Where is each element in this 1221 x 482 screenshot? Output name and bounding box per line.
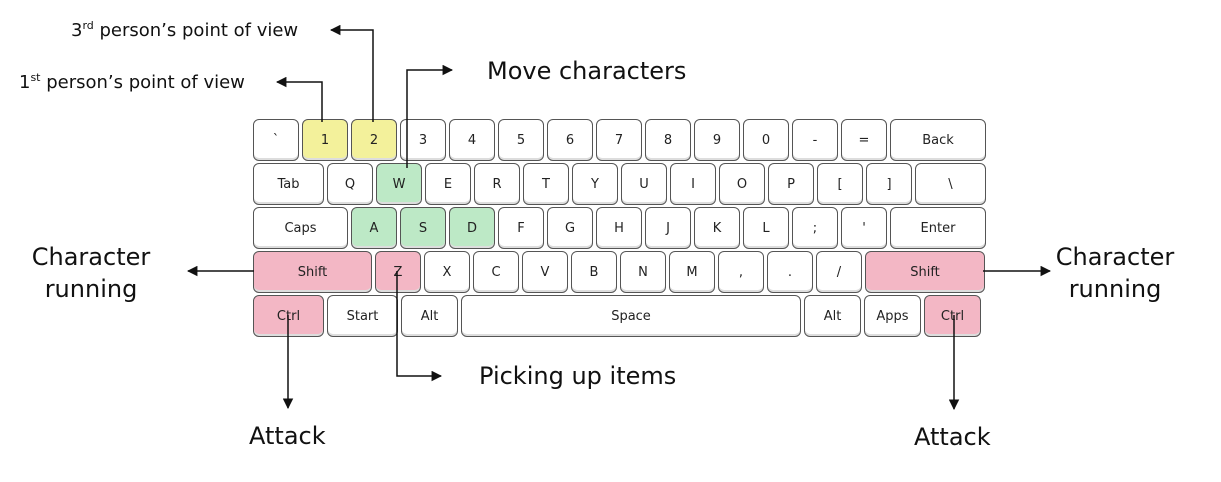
key-g: G	[547, 207, 593, 249]
key-back: Back	[890, 119, 986, 161]
key-semicolon: ;	[792, 207, 838, 249]
key-j: J	[645, 207, 691, 249]
key-m: M	[669, 251, 715, 293]
label-attack-left: Attack	[249, 422, 326, 450]
key-start: Start	[327, 295, 398, 337]
key-minus: -	[792, 119, 838, 161]
key-c: C	[473, 251, 519, 293]
arrow-move-characters	[406, 64, 454, 168]
key-period: .	[767, 251, 813, 293]
key-q: Q	[327, 163, 373, 205]
key-alt: Alt	[401, 295, 458, 337]
key-e: E	[425, 163, 471, 205]
label-move-characters: Move characters	[487, 57, 687, 85]
label-third-person-view: 3rd person’s point of view	[71, 19, 299, 41]
key-1: 1	[302, 119, 348, 161]
key-apps: Apps	[864, 295, 921, 337]
key-slash: /	[816, 251, 862, 293]
label-character-running-right: Character running	[1056, 241, 1175, 305]
key-7: 7	[596, 119, 642, 161]
key-2: 2	[351, 119, 397, 161]
key-8: 8	[645, 119, 691, 161]
arrow-picking-items	[396, 271, 443, 382]
key-shift: Shift	[865, 251, 985, 293]
arrow-third-person	[329, 24, 374, 122]
key-quote: '	[841, 207, 887, 249]
key-right-bracket: ]	[866, 163, 912, 205]
key-equals: =	[841, 119, 887, 161]
key-x: X	[424, 251, 470, 293]
key-enter: Enter	[890, 207, 986, 249]
label-picking-up-items: Picking up items	[479, 362, 677, 390]
key-comma: ,	[718, 251, 764, 293]
key-a: A	[351, 207, 397, 249]
label-first-person-view: 1st person’s point of view	[19, 71, 245, 93]
key-v: V	[522, 251, 568, 293]
key-b: B	[571, 251, 617, 293]
key-9: 9	[694, 119, 740, 161]
key-z: Z	[375, 251, 421, 293]
label-character-running-left: Character running	[32, 241, 151, 305]
key-backslash: \	[915, 163, 986, 205]
key-p: P	[768, 163, 814, 205]
key-5: 5	[498, 119, 544, 161]
key-tab: Tab	[253, 163, 324, 205]
arrow-first-person	[275, 76, 323, 122]
label-running-right-line2: running	[1068, 275, 1162, 303]
key-w: W	[376, 163, 422, 205]
key-ctrl: Ctrl	[924, 295, 981, 337]
label-running-left-line2: running	[44, 275, 138, 303]
label-attack-right: Attack	[914, 423, 991, 451]
key-n: N	[620, 251, 666, 293]
key-o: O	[719, 163, 765, 205]
key-i: I	[670, 163, 716, 205]
key-d: D	[449, 207, 495, 249]
key-s: S	[400, 207, 446, 249]
key-r: R	[474, 163, 520, 205]
key-4: 4	[449, 119, 495, 161]
key-t: T	[523, 163, 569, 205]
key-left-bracket: [	[817, 163, 863, 205]
key-k: K	[694, 207, 740, 249]
key-h: H	[596, 207, 642, 249]
key-6: 6	[547, 119, 593, 161]
key-l: L	[743, 207, 789, 249]
key-0: 0	[743, 119, 789, 161]
key-space: Space	[461, 295, 801, 337]
key-y: Y	[572, 163, 618, 205]
key-backtick: `	[253, 119, 299, 161]
key-u: U	[621, 163, 667, 205]
key-shift: Shift	[253, 251, 372, 293]
key-alt: Alt	[804, 295, 861, 337]
label-running-left-line1: Character	[31, 243, 151, 271]
key-caps: Caps	[253, 207, 348, 249]
label-running-right-line1: Character	[1055, 243, 1175, 271]
key-f: F	[498, 207, 544, 249]
